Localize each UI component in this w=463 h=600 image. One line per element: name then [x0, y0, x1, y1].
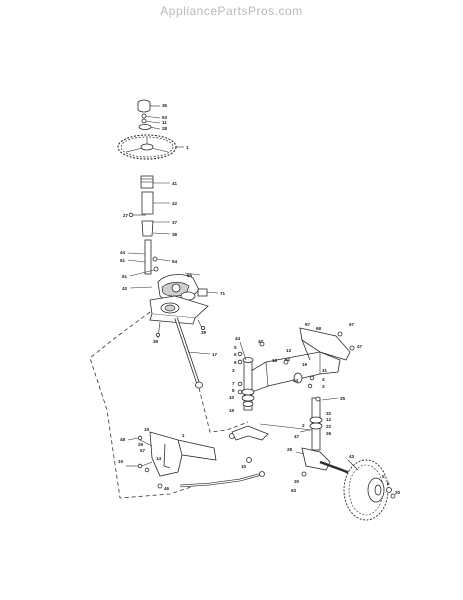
callout-12: 22 — [326, 424, 332, 429]
steering-support-bracket[interactable] — [149, 431, 217, 477]
roll-pin[interactable] — [128, 212, 134, 218]
callout-2: 12 — [326, 417, 332, 422]
axle-support-bracket[interactable] — [299, 327, 351, 361]
callout-1: 14 — [156, 456, 162, 461]
callout-27: 27 — [123, 213, 129, 218]
callout-5: 5 — [234, 345, 237, 350]
callout-28: 28 — [162, 126, 168, 131]
tie-rod[interactable] — [179, 471, 265, 488]
callout-19: 19 — [302, 362, 308, 367]
steering-adaptor[interactable] — [141, 220, 154, 237]
callout-43: 5 — [382, 474, 385, 479]
callout-55: 55 — [187, 273, 193, 278]
callout-18: 18 — [272, 358, 278, 363]
hub-insert[interactable] — [138, 124, 152, 130]
callout-35: 35 — [162, 103, 168, 108]
callout-39: 39 — [201, 330, 207, 335]
callout-25: 32 — [326, 411, 332, 416]
callout-15: 48 — [120, 437, 126, 442]
callout-47: 25 — [340, 396, 346, 401]
callout-31: 31 — [322, 368, 328, 373]
callout-32: 2 — [302, 423, 305, 428]
callout-1: 1 — [186, 145, 189, 150]
callout-6: 20 — [395, 490, 401, 495]
callout-71: 71 — [220, 291, 226, 296]
callout-46: 10 — [241, 464, 247, 469]
drag-link[interactable] — [174, 317, 203, 389]
callout-labels: 35 63 11 28 1 41 42 27 37 38 44 51 54 61… — [118, 103, 401, 495]
callout-44: 44 — [120, 250, 126, 255]
nut[interactable] — [141, 113, 147, 119]
callout-22: 47 — [294, 434, 300, 439]
callout-43: 43 — [122, 286, 128, 291]
bolt[interactable] — [152, 256, 158, 262]
callout-7: 7 — [232, 381, 235, 386]
callout-68: 68 — [316, 326, 322, 331]
callout-3: 3 — [322, 384, 325, 389]
callout-5: 6 — [387, 481, 390, 486]
callout-3: 3 — [232, 368, 235, 373]
callout-9: 9 — [234, 360, 237, 365]
callout-63: 43 — [349, 454, 355, 459]
callout-63: 63 — [162, 115, 168, 120]
callout-47: 47 — [357, 344, 363, 349]
steering-shaft[interactable] — [144, 239, 152, 275]
spindle-right[interactable] — [301, 397, 353, 476]
callout-34: 34 — [293, 378, 299, 383]
callout-14: 15 — [118, 459, 124, 464]
nut[interactable] — [246, 457, 252, 463]
steering-bracket[interactable] — [149, 295, 209, 325]
spindle-arm-left[interactable] — [231, 425, 269, 441]
callout-47: 26 — [326, 431, 332, 436]
callout-11: 11 — [162, 120, 167, 125]
callout-16: 16 — [229, 408, 235, 413]
callout-67: 67 — [349, 322, 355, 327]
front-axle[interactable] — [245, 351, 341, 393]
spindle-left[interactable] — [241, 357, 255, 411]
callout-41: 41 — [172, 181, 178, 186]
callout-10: 10 — [229, 395, 235, 400]
washer[interactable] — [141, 118, 147, 124]
callout-54: 54 — [172, 259, 178, 264]
steering-cap[interactable] — [137, 99, 151, 113]
callout-57: 1 — [182, 433, 185, 438]
callout-4: 4 — [322, 377, 325, 382]
front-wheel[interactable] — [343, 459, 389, 521]
callout-51: 51 — [120, 258, 126, 263]
callout-47: 47 — [258, 339, 264, 344]
callout-39: 39 — [153, 339, 159, 344]
callout-15: 46 — [164, 486, 170, 491]
callout-67: 67 — [305, 322, 311, 327]
callout-28: 30 — [294, 479, 300, 484]
callout-44: 44 — [235, 336, 241, 341]
callout-42: 42 — [172, 201, 178, 206]
steering-gear-assembly[interactable] — [157, 272, 219, 303]
callout-30: 63 — [291, 488, 297, 493]
callout-20: 15 — [144, 427, 150, 432]
callout-6: 6 — [234, 352, 237, 357]
callout-26: 28 — [287, 447, 293, 452]
site-watermark: AppliancePartsPros.com — [160, 4, 303, 18]
steering-wheel[interactable] — [117, 134, 177, 160]
callout-8: 8 — [232, 388, 235, 393]
callout-17: 17 — [212, 352, 218, 357]
callout-61: 61 — [122, 274, 128, 279]
callout-29: 57 — [140, 448, 146, 453]
callout-37: 37 — [172, 220, 178, 225]
callout-62: 62 — [285, 357, 291, 362]
callout-48: 29 — [138, 442, 144, 447]
callout-38: 38 — [172, 232, 178, 237]
spacer-tube[interactable] — [141, 191, 154, 215]
callout-13: 13 — [286, 348, 292, 353]
